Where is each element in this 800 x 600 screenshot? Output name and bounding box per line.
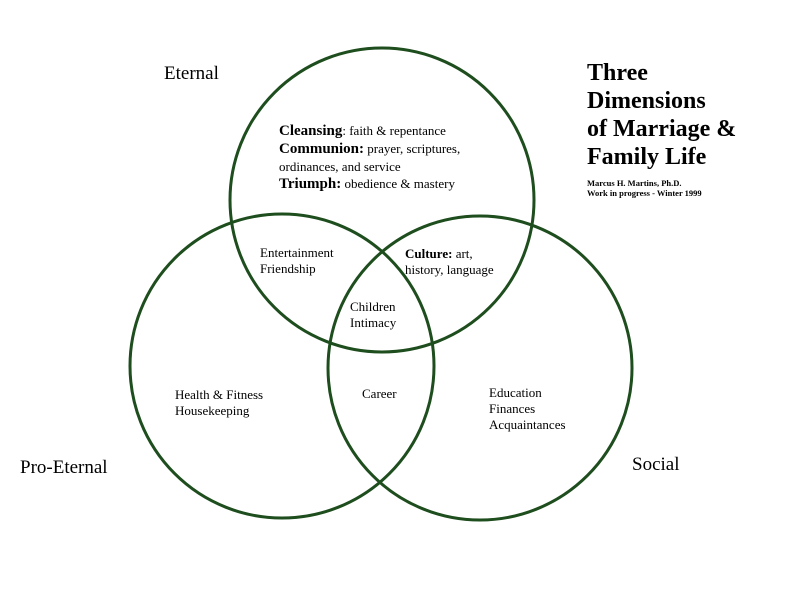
communion-desc-cont: ordinances, and service — [279, 159, 401, 174]
social-only-region: Education Finances Acquaintances — [489, 385, 566, 433]
cleansing-item: Cleansing: faith & repentance — [279, 122, 460, 140]
triumph-term: Triumph: — [279, 176, 342, 192]
diagram-title: Three Dimensions of Marriage & Family Li… — [587, 59, 736, 171]
pro-eternal-social-region: Career — [362, 386, 397, 402]
region-line: Career — [362, 386, 397, 401]
eternal-label: Eternal — [164, 63, 219, 84]
eternal-circle — [228, 46, 536, 354]
author-name: Marcus H. Martins, Ph.D. — [587, 178, 682, 188]
culture-desc-cont: history, language — [405, 262, 494, 277]
center-region: Children Intimacy — [350, 299, 396, 331]
culture-term: Culture: — [405, 246, 453, 261]
region-line: Acquaintances — [489, 417, 566, 432]
title-line: Family Life — [587, 144, 707, 170]
region-line: Finances — [489, 401, 536, 416]
region-line: Health & Fitness — [175, 387, 264, 402]
eternal-only-region: Cleansing: faith & repentance Communion:… — [279, 122, 460, 193]
social-circle — [326, 214, 634, 522]
culture-item: Culture: art, — [405, 246, 494, 262]
author-note: Work in progress - Winter 1999 — [587, 188, 702, 198]
author-credit: Marcus H. Martins, Ph.D. Work in progres… — [587, 178, 702, 198]
region-line: Education — [489, 385, 542, 400]
triumph-desc: obedience & mastery — [341, 176, 455, 191]
culture-desc: art, — [452, 246, 473, 261]
pro-eternal-only-region: Health & Fitness Housekeeping — [175, 387, 263, 419]
eternal-pro-eternal-region: Entertainment Friendship — [260, 245, 334, 277]
region-line: Intimacy — [350, 315, 397, 330]
title-line: of Marriage & — [587, 116, 737, 142]
communion-desc: prayer, scriptures, — [364, 141, 461, 156]
cleansing-desc: : faith & repentance — [342, 123, 446, 138]
title-line: Dimensions — [587, 88, 706, 114]
cleansing-term: Cleansing — [279, 123, 343, 139]
region-line: Entertainment — [260, 245, 334, 260]
triumph-item: Triumph: obedience & mastery — [279, 175, 460, 193]
pro-eternal-label: Pro-Eternal — [20, 457, 108, 478]
eternal-social-region: Culture: art, history, language — [405, 246, 494, 278]
title-line: Three — [587, 60, 648, 86]
region-line: Children — [350, 299, 396, 314]
region-line: Housekeeping — [175, 403, 250, 418]
region-line: Friendship — [260, 261, 316, 276]
social-label: Social — [632, 454, 680, 475]
communion-item: Communion: prayer, scriptures, — [279, 140, 460, 158]
pro-eternal-circle — [128, 212, 436, 520]
communion-term: Communion: — [279, 141, 365, 157]
